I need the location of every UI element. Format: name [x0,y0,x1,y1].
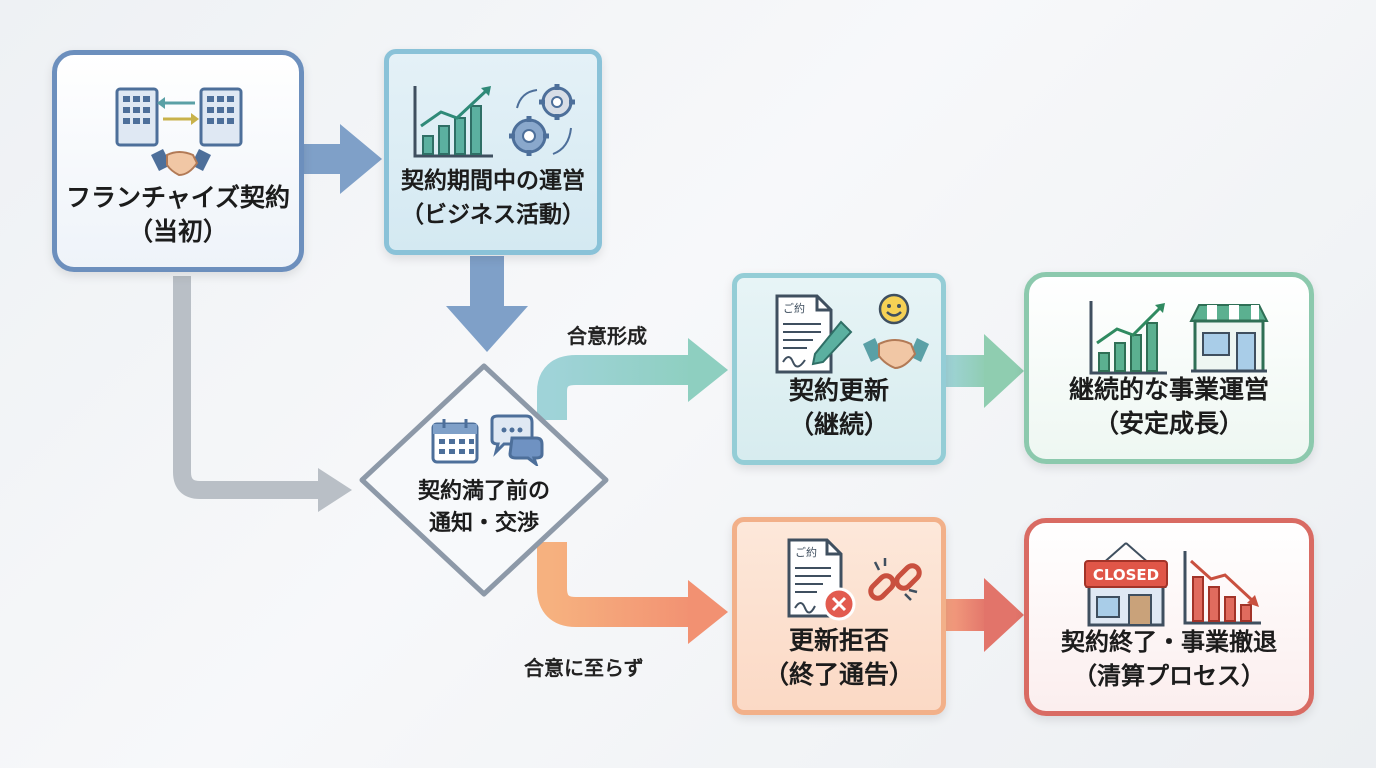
node-label-line1: 契約終了・事業撤退 [1061,628,1277,656]
node-label-line2: （ビジネス活動） [401,202,585,228]
storefront-icon [1189,304,1269,373]
gears-icon [509,84,575,156]
handshake-icon [151,149,211,177]
node-label-line1: 契約満了前の [417,479,550,504]
contract-rejected-icon: ご約 [787,538,856,621]
node-label-line1: 更新拒否 [788,626,889,655]
node-label-line2: （清算プロセス） [1073,662,1265,690]
smiley-icon [878,293,910,325]
broken-chain-icon [868,558,922,601]
closed-sign-text: CLOSED [1093,566,1159,584]
node-continued-operation: 継続的な事業運営 （安定成長） [1024,272,1314,464]
edge-label-no-agreement: 合意に至らず [524,656,644,680]
node-label-line2: （継続） [788,410,889,439]
node-label-line2: （当初） [127,217,228,246]
node-operation: 契約期間中の運営 （ビジネス活動） [384,49,602,255]
node-label-line1: 継続的な事業運営 [1068,375,1269,404]
arrow-renew-to-continue [946,334,1024,408]
arrow-disagree [537,542,728,644]
node-decision-diamond [359,363,609,597]
closed-store-icon: CLOSED [1084,542,1168,627]
node-renewal-refusal: ご約 更新拒否 （終了通告） [732,517,946,715]
arrow-start-to-operate [304,124,382,194]
bypass-arrow [173,276,352,512]
node-label-line1: フランチャイズ契約 [65,183,290,212]
node-label-line2: （安定成長） [1093,409,1244,438]
node-label-line2: （終了通告） [763,660,914,689]
arrow-operate-to-decision [446,256,528,352]
node-label-line1: 契約期間中の運営 [401,168,585,194]
node-termination-exit: CLOSED 契約終了・事業撤退 （清算プロセス） [1024,518,1314,716]
buildings-icon [115,87,243,147]
node-label-line1: 契約更新 [788,376,889,405]
arrow-refuse-to-exit [946,578,1024,652]
calendar-icon [431,419,479,464]
contract-mark-text: ご約 [795,545,817,559]
node-franchise-contract: フランチャイズ契約 （当初） [52,50,304,272]
node-renewal: ご約 契約更新 （継続） [732,273,946,465]
declining-chart-icon [1183,551,1261,625]
contract-mark-text: ご約 [783,301,805,315]
exchange-arrows-icon [157,97,199,125]
edge-label-agreement: 合意形成 [567,324,647,348]
growth-chart-icon [1089,301,1167,375]
chat-bubbles-icon [490,414,544,466]
arrow-agree [537,338,728,420]
decision-label: 契約満了前の 通知・交渉 [394,476,574,540]
node-label-line2: 通知・交渉 [428,511,539,536]
growth-chart-icon [413,86,493,158]
contract-sign-icon: ご約 [775,294,853,374]
handshake-icon [863,338,929,370]
